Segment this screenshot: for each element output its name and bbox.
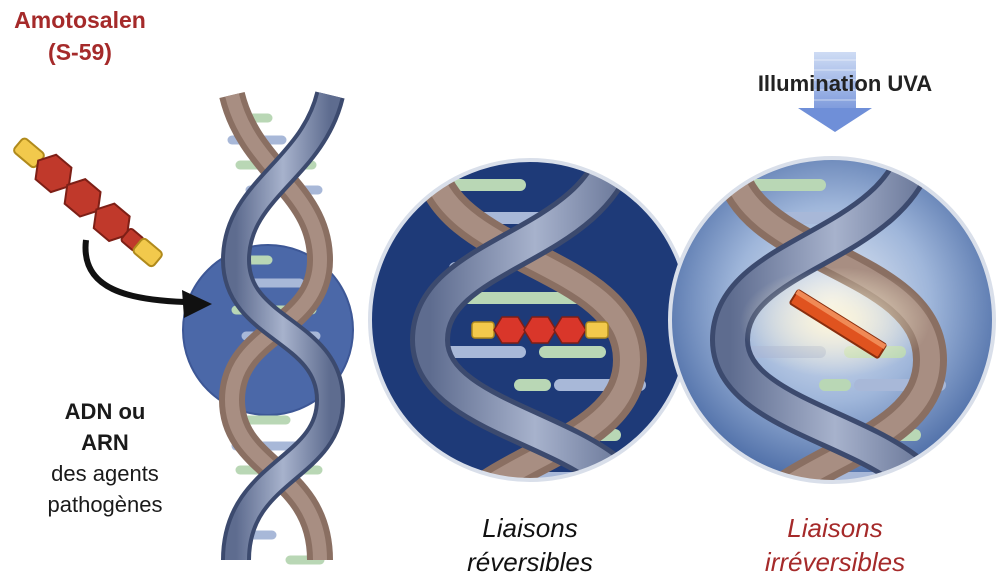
irreversible-label-line2: irréversibles (720, 546, 950, 579)
irreversible-label-line1: Liaisons (720, 512, 950, 545)
reversible-label-line1: Liaisons (430, 512, 630, 545)
illumination-label: Illumination UVA (690, 70, 1000, 98)
target-label-line3: des agents (15, 460, 195, 488)
target-label-line1: ADN ou (15, 398, 195, 426)
reversible-binding-circle (370, 140, 690, 560)
irreversible-binding-circle (670, 140, 994, 560)
reversible-label-line2: réversibles (430, 546, 630, 579)
molecule-code: (S-59) (0, 38, 160, 67)
molecule-name: Amotosalen (0, 6, 160, 35)
target-label-line4: pathogènes (15, 491, 195, 519)
target-label-line2: ARN (15, 429, 195, 457)
